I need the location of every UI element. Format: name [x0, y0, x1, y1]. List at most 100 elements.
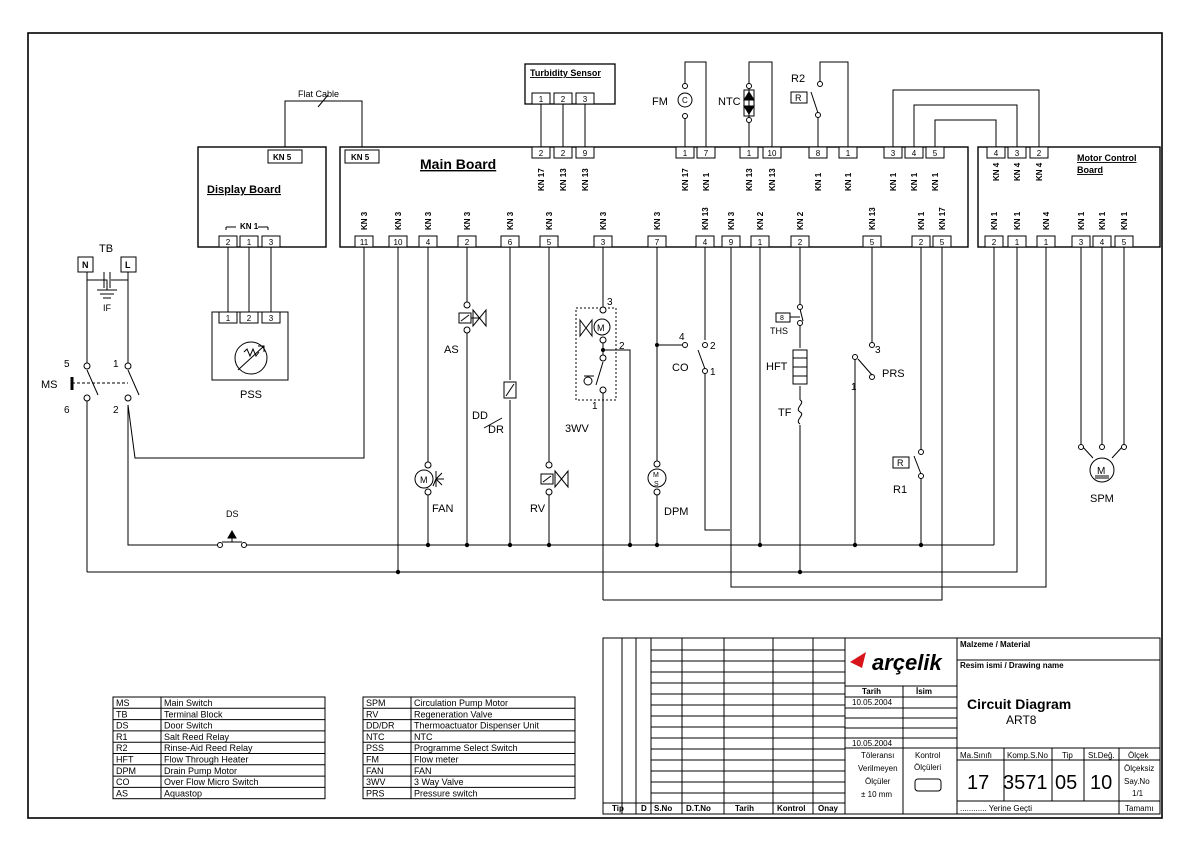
connector-label: KN 1 — [1013, 211, 1022, 230]
connector-label: KN 17 — [681, 168, 690, 191]
pin-box — [239, 311, 259, 324]
pin-number: 2 — [992, 238, 997, 247]
flat-cable-label: Flat Cable — [298, 89, 339, 99]
main-board: Main Board KN 5 — [339, 146, 969, 248]
pin-number: 3 — [583, 95, 588, 104]
svg-text:Ma.Sınıfı: Ma.Sınıfı — [960, 751, 992, 760]
heater-assembly — [775, 304, 808, 425]
pin-number: 3 — [601, 238, 606, 247]
legend-description: Drain Pump Motor — [164, 766, 237, 776]
r1-label: R1 — [893, 484, 907, 496]
pin-number: 5 — [1122, 238, 1127, 247]
legend-code: DPM — [116, 766, 136, 776]
svg-text:Resim ismi / Drawing name: Resim ismi / Drawing name — [960, 661, 1064, 670]
connector-label: KN 4 — [1035, 162, 1044, 181]
svg-text:Töleransı: Töleransı — [861, 751, 894, 760]
svg-text:Turbidity Sensor: Turbidity Sensor — [530, 68, 601, 78]
pin-number: 2 — [539, 149, 544, 158]
main-board-title: Main Board — [420, 156, 496, 172]
svg-text:1: 1 — [113, 359, 119, 370]
spm-label: SPM — [1090, 493, 1114, 505]
connector-label: KN 1 — [814, 172, 823, 191]
revision-column-header: Onay — [818, 804, 839, 813]
pin-number: 5 — [940, 238, 945, 247]
legend-description: Pressure switch — [414, 788, 478, 798]
connector-label: KN 13 — [745, 168, 754, 191]
pin-number: 4 — [994, 149, 999, 158]
connector-label: KN 3 — [463, 211, 472, 230]
svg-text:M: M — [653, 472, 659, 479]
svg-text:Kontrol: Kontrol — [915, 751, 941, 760]
svg-text:6: 6 — [64, 405, 70, 416]
tb-label: TB — [99, 243, 113, 255]
legend-description: Regeneration Valve — [414, 709, 492, 719]
legend-code: RV — [366, 709, 378, 719]
ntc-sensor — [743, 83, 755, 123]
legend-code: FM — [366, 755, 379, 765]
svg-text:N: N — [82, 260, 89, 270]
pin-number: 1 — [747, 149, 752, 158]
svg-text:St.Değ.: St.Değ. — [1088, 751, 1115, 760]
svg-text:Ölçüler: Ölçüler — [865, 777, 891, 786]
tf-label: TF — [778, 407, 792, 419]
salt-reed-relay — [892, 449, 924, 479]
connector-label: KN 4 — [1042, 211, 1051, 230]
display-board-title: Display Board — [207, 184, 281, 196]
flat-cable — [284, 94, 363, 147]
legend-description: 3 Way Valve — [414, 777, 464, 787]
connector-label: KN 3 — [394, 211, 403, 230]
drain-pump-motor — [647, 460, 667, 496]
prs-label: PRS — [882, 368, 905, 380]
svg-text:R: R — [897, 458, 904, 468]
hft-label: HFT — [766, 361, 788, 373]
connector-label: KN 1 — [917, 211, 926, 230]
dispenser-unit — [483, 381, 517, 429]
connector-label: KN 3 — [360, 211, 369, 230]
svg-text:10: 10 — [1090, 772, 1112, 794]
svg-text:M: M — [597, 323, 605, 333]
svg-text:1: 1 — [851, 382, 857, 393]
svg-text:Komp.S.No: Komp.S.No — [1007, 751, 1048, 760]
connector-label: KN 13 — [868, 207, 877, 230]
pin-number: 5 — [547, 238, 552, 247]
pin-number: 5 — [933, 149, 938, 158]
connector-label: KN 1 — [702, 172, 711, 191]
legend-code: PSS — [366, 743, 384, 753]
legend-description: NTC — [414, 732, 433, 742]
pin-number: 2 — [919, 238, 924, 247]
connector-label: KN 1 — [931, 172, 940, 191]
connector-label: KN 1 — [1120, 211, 1129, 230]
svg-text:KN 5: KN 5 — [273, 153, 292, 162]
as-label: AS — [444, 344, 459, 356]
overflow-switch — [682, 342, 708, 374]
pin-number: 8 — [816, 149, 821, 158]
connector-label: KN 17 — [537, 168, 546, 191]
legend-description: Programme Select Switch — [414, 743, 518, 753]
svg-text:Tarih: Tarih — [862, 687, 881, 696]
legend-code: SPM — [366, 698, 386, 708]
svg-text:10.05.2004: 10.05.2004 — [852, 698, 893, 707]
legend-code: R2 — [116, 743, 128, 753]
pin-number: 2 — [247, 314, 252, 323]
pin-number: 3 — [1015, 149, 1020, 158]
svg-text:............ Yerine Geçti: ............ Yerine Geçti — [960, 804, 1032, 813]
motor-control-title-2: Board — [1077, 165, 1103, 175]
svg-text:Verilmeyen: Verilmeyen — [858, 764, 898, 773]
svg-text:Say.No: Say.No — [1124, 777, 1150, 786]
legend-description: Flow meter — [414, 755, 459, 765]
if-label: IF — [103, 303, 112, 313]
legend-code: FAN — [366, 766, 384, 776]
pin-number: 7 — [655, 238, 660, 247]
pin-number: 1 — [1015, 238, 1020, 247]
connector-label: KN 17 — [938, 207, 947, 230]
pss-label: PSS — [240, 389, 262, 401]
connector-label: KN 2 — [796, 211, 805, 230]
svg-text:1: 1 — [710, 367, 716, 378]
pin-number: 1 — [846, 149, 851, 158]
title-block — [602, 637, 1161, 815]
